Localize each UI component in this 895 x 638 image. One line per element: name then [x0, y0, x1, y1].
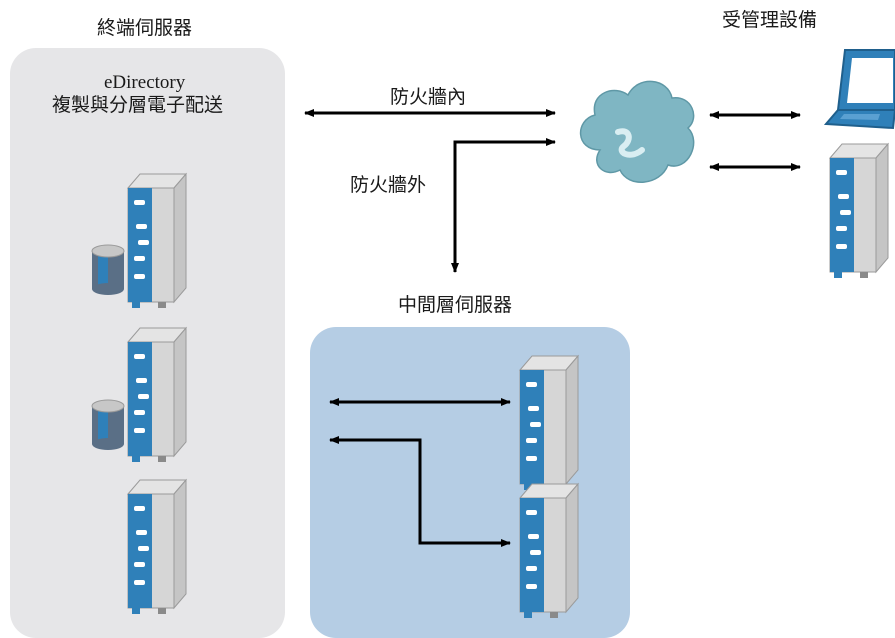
backend-server-1: [91, 173, 187, 309]
laptop-icon: [823, 49, 895, 130]
managed-device-server: [829, 143, 889, 279]
outside-firewall-arrow: [451, 138, 556, 273]
outside-firewall-label: 防火牆外: [350, 175, 427, 196]
middle-tier-server-1: [519, 355, 579, 491]
backend-server-2: [91, 327, 187, 463]
middle-tier-title: 中間層伺服器: [398, 295, 513, 316]
middle-tier-arrow-2: [329, 436, 511, 547]
inside-firewall-label: 防火牆內: [390, 87, 467, 108]
backend-title: 終端伺服器: [97, 18, 193, 39]
managed-devices-title: 受管理設備: [722, 10, 818, 31]
middle-tier-server-2: [519, 483, 579, 619]
backend-subtitle-line2: 複製與分層電子配送: [52, 95, 224, 116]
backend-server-3: [127, 479, 187, 615]
cloud-icon: [579, 80, 695, 183]
backend-subtitle-line1: eDirectory: [104, 72, 186, 93]
